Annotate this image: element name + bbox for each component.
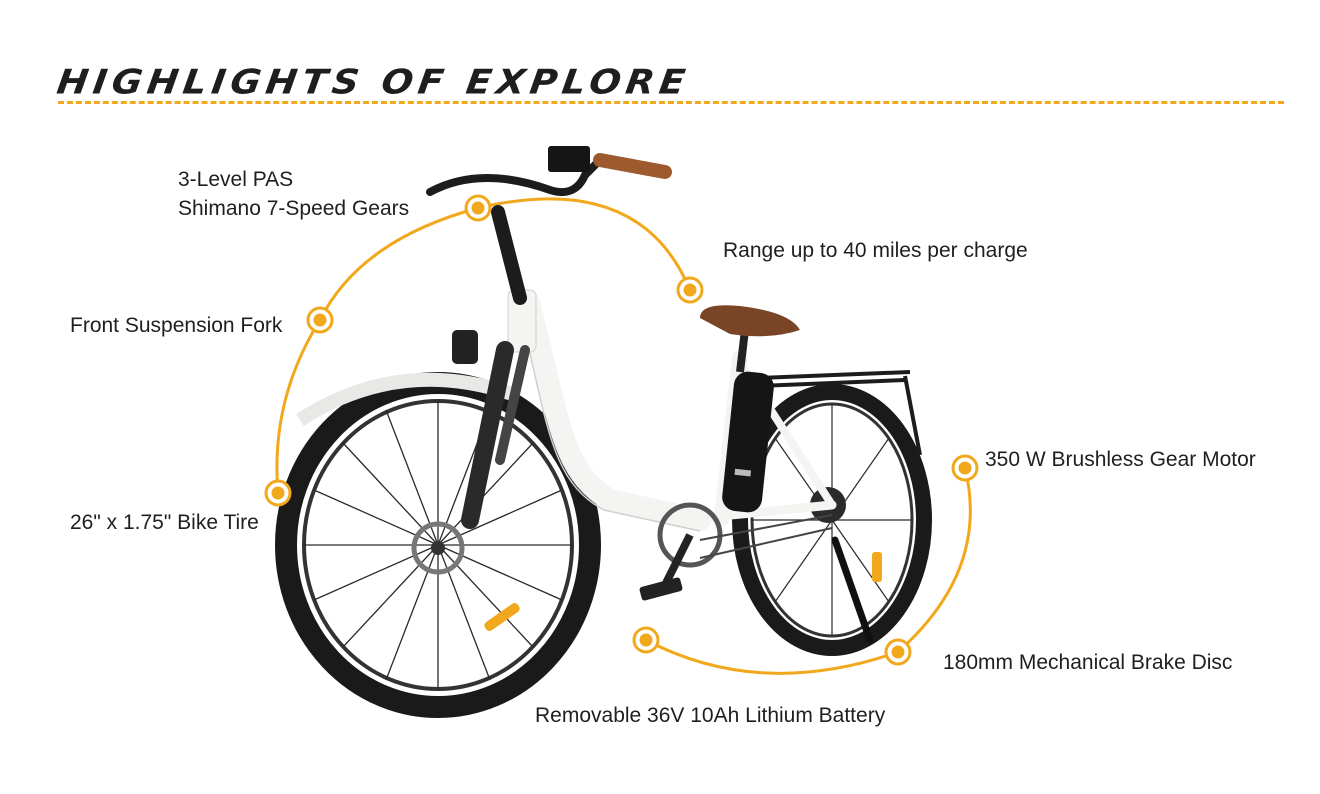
rear-rack <box>759 370 922 456</box>
callout-gears: Shimano 7-Speed Gears <box>178 197 410 220</box>
arc-handlebar-to-range <box>477 197 692 291</box>
arc-fork-to-tire <box>275 319 322 494</box>
battery <box>722 371 774 513</box>
marker-battery <box>632 626 660 654</box>
callout-battery: Removable 36V 10Ah Lithium Battery <box>535 704 886 727</box>
connector-arcs <box>275 197 972 675</box>
callout-range: Range up to 40 miles per charge <box>723 239 1028 262</box>
marker-range <box>676 276 704 304</box>
callout-markers <box>264 194 979 666</box>
callout-pas-gears: 3-Level PAS Shimano 7-Speed Gears <box>178 165 409 223</box>
callout-pas: 3-Level PAS <box>178 168 294 191</box>
marker-fork <box>306 306 334 334</box>
title-dashed-rule <box>58 101 1284 104</box>
arc-battery-to-brake <box>645 638 899 675</box>
marker-gears <box>464 194 492 222</box>
arc-handlebar-to-fork <box>318 206 479 321</box>
saddle <box>700 305 800 373</box>
callout-fork: Front Suspension Fork <box>70 314 283 337</box>
front-fork <box>461 289 537 529</box>
arc-brake-to-motor <box>897 467 972 654</box>
marker-brake <box>884 638 912 666</box>
headlight <box>452 330 478 364</box>
callout-brake: 180mm Mechanical Brake Disc <box>943 651 1233 674</box>
marker-tire <box>264 479 292 507</box>
callout-tire: 26" x 1.75" Bike Tire <box>70 511 259 534</box>
callout-motor: 350 W Brushless Gear Motor <box>985 448 1256 471</box>
handlebar <box>426 146 672 305</box>
marker-motor <box>951 454 979 482</box>
front-fender <box>296 372 518 426</box>
kickstand <box>831 536 874 644</box>
front-wheel <box>275 372 601 718</box>
drivetrain <box>639 502 833 601</box>
